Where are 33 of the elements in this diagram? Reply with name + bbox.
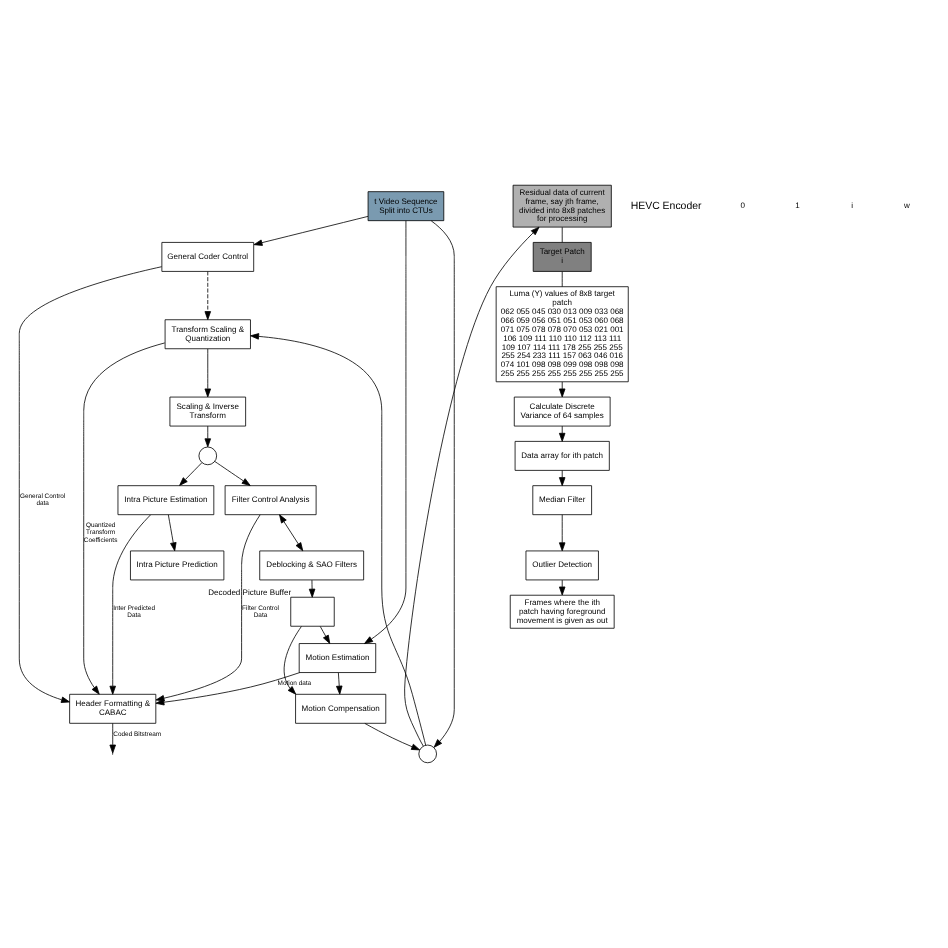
arrow	[558, 470, 566, 487]
arrow	[109, 514, 151, 695]
arrow	[308, 579, 316, 598]
arrow	[404, 226, 540, 747]
connector	[561, 226, 563, 243]
node-circle	[418, 744, 437, 764]
arrow	[204, 425, 211, 448]
arrow	[179, 462, 203, 486]
arrow	[204, 348, 211, 398]
arrow	[364, 220, 407, 644]
arrow	[283, 626, 302, 695]
arrow	[109, 722, 116, 754]
arrow	[155, 514, 261, 702]
arrow	[214, 461, 251, 486]
arrow	[558, 514, 566, 552]
arrow	[430, 220, 455, 748]
arrow	[204, 271, 211, 321]
arrow	[155, 672, 301, 706]
connector	[561, 271, 563, 288]
arrow	[253, 216, 369, 246]
arrow	[558, 425, 566, 442]
arrow	[558, 381, 566, 398]
node-circle	[198, 446, 218, 466]
arrow	[364, 723, 421, 751]
node-box	[290, 596, 335, 627]
arrow	[558, 579, 566, 596]
arrow	[336, 672, 343, 695]
arrow	[279, 514, 304, 552]
arrow	[250, 333, 427, 746]
arrow	[319, 626, 331, 644]
arrow	[167, 514, 177, 552]
arrow	[83, 342, 166, 695]
arrow	[18, 266, 163, 703]
